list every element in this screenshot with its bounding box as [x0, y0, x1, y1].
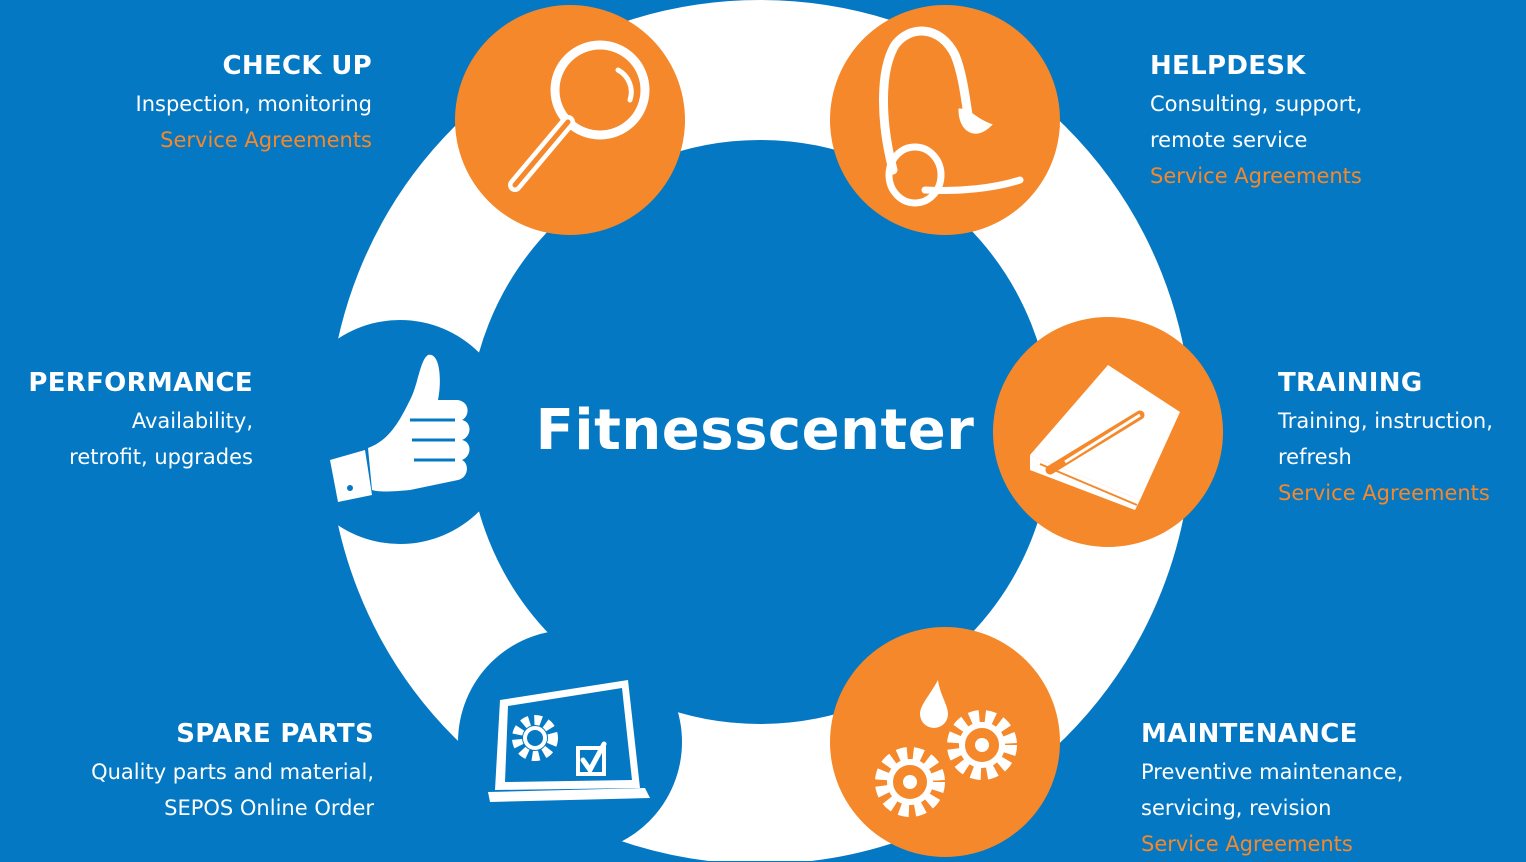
book-pen-icon — [1030, 365, 1180, 510]
maintenance-node[interactable] — [830, 627, 1060, 857]
helpdesk-title: HELPDESK — [1150, 51, 1306, 81]
performance-description-line-2: retrofit, upgrades — [69, 445, 253, 469]
maintenance-service-agreements-link[interactable]: Service Agreements — [1141, 832, 1353, 856]
helpdesk-label: HELPDESK Consulting, support, remote ser… — [1150, 46, 1362, 194]
spare-parts-label: SPARE PARTS Quality parts and material, … — [91, 714, 374, 826]
check-up-description: Inspection, monitoring — [135, 92, 372, 116]
helpdesk-node[interactable] — [830, 5, 1060, 235]
training-title: TRAINING — [1278, 368, 1423, 398]
performance-description-line-1: Availability, — [131, 409, 253, 433]
training-description-line-1: Training, instruction, — [1278, 409, 1493, 433]
performance-node[interactable] — [288, 320, 512, 544]
check-up-node[interactable] — [455, 5, 685, 235]
monitor-gear-icon — [488, 680, 650, 802]
helpdesk-description-line-2: remote service — [1150, 128, 1308, 152]
maintenance-description-line-1: Preventive maintenance, — [1141, 760, 1404, 784]
training-label: TRAINING Training, instruction, refresh … — [1278, 363, 1493, 511]
training-node[interactable] — [993, 317, 1223, 547]
maintenance-description-line-2: servicing, revision — [1141, 796, 1332, 820]
headset-icon — [879, 26, 1024, 207]
performance-title: PERFORMANCE — [28, 368, 253, 398]
center-title: Fitnesscenter — [535, 398, 975, 463]
training-description-line-2: refresh — [1278, 445, 1352, 469]
maintenance-label: MAINTENANCE Preventive maintenance, serv… — [1141, 714, 1403, 862]
thumbs-up-icon — [330, 354, 470, 502]
spare-parts-node[interactable] — [458, 630, 682, 854]
gears-oil-icon — [875, 680, 1017, 817]
maintenance-title: MAINTENANCE — [1141, 719, 1358, 749]
helpdesk-service-agreements-link[interactable]: Service Agreements — [1150, 164, 1362, 188]
check-up-service-agreements-link[interactable]: Service Agreements — [160, 128, 372, 152]
check-up-label: CHECK UP Inspection, monitoring Service … — [136, 46, 372, 158]
check-up-title: CHECK UP — [222, 51, 372, 81]
spare-parts-title: SPARE PARTS — [176, 719, 374, 749]
training-service-agreements-link[interactable]: Service Agreements — [1278, 481, 1490, 505]
magnifier-icon — [508, 40, 650, 192]
performance-label: PERFORMANCE Availability, retrofit, upgr… — [28, 363, 253, 475]
spare-parts-description-line-1: Quality parts and material, — [91, 760, 374, 784]
spare-parts-description-line-2: SEPOS Online Order — [164, 796, 374, 820]
helpdesk-description-line-1: Consulting, support, — [1150, 92, 1363, 116]
